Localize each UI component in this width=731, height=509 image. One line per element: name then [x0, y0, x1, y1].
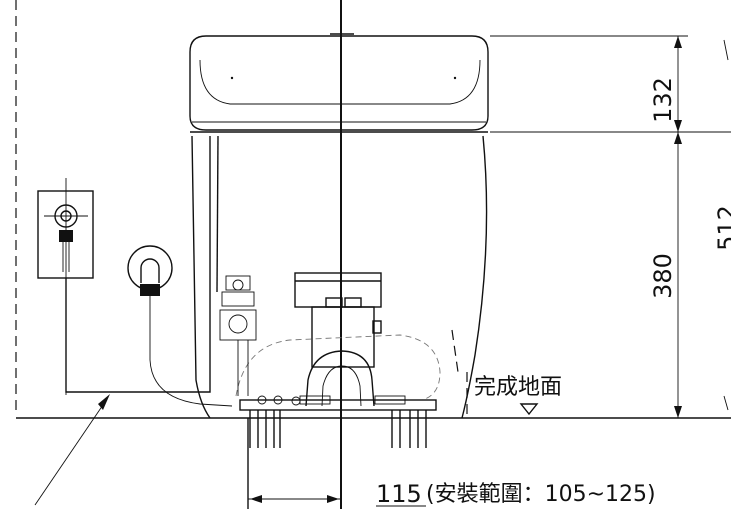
- supply-hose-outlet: [127, 245, 173, 296]
- horizontal-dimension: [248, 495, 426, 507]
- leader-arrow-head: [98, 394, 110, 410]
- floor-label: 完成地面: [474, 375, 562, 400]
- drain-hump: [305, 350, 375, 407]
- dim-132-label: 132: [649, 77, 677, 123]
- floor-marker-icon: [519, 403, 539, 416]
- dim-115-label: 115: [376, 480, 422, 508]
- floor-fittings: [239, 395, 437, 509]
- water-supply-pipe: [65, 136, 211, 393]
- stop-valve: [219, 275, 257, 396]
- hose-loop: [235, 334, 441, 401]
- flush-valve-unit: [294, 272, 382, 368]
- dim-380-label: 380: [649, 253, 677, 299]
- tank-lid: [189, 33, 489, 131]
- tank-body: [190, 131, 488, 419]
- dim-512-label: 512: [713, 205, 731, 251]
- range-label: (安裝範圍：105~125): [426, 482, 656, 507]
- flexible-hose: [149, 296, 233, 407]
- vertical-dimensions: [490, 35, 731, 418]
- leader-arrow: [34, 398, 108, 506]
